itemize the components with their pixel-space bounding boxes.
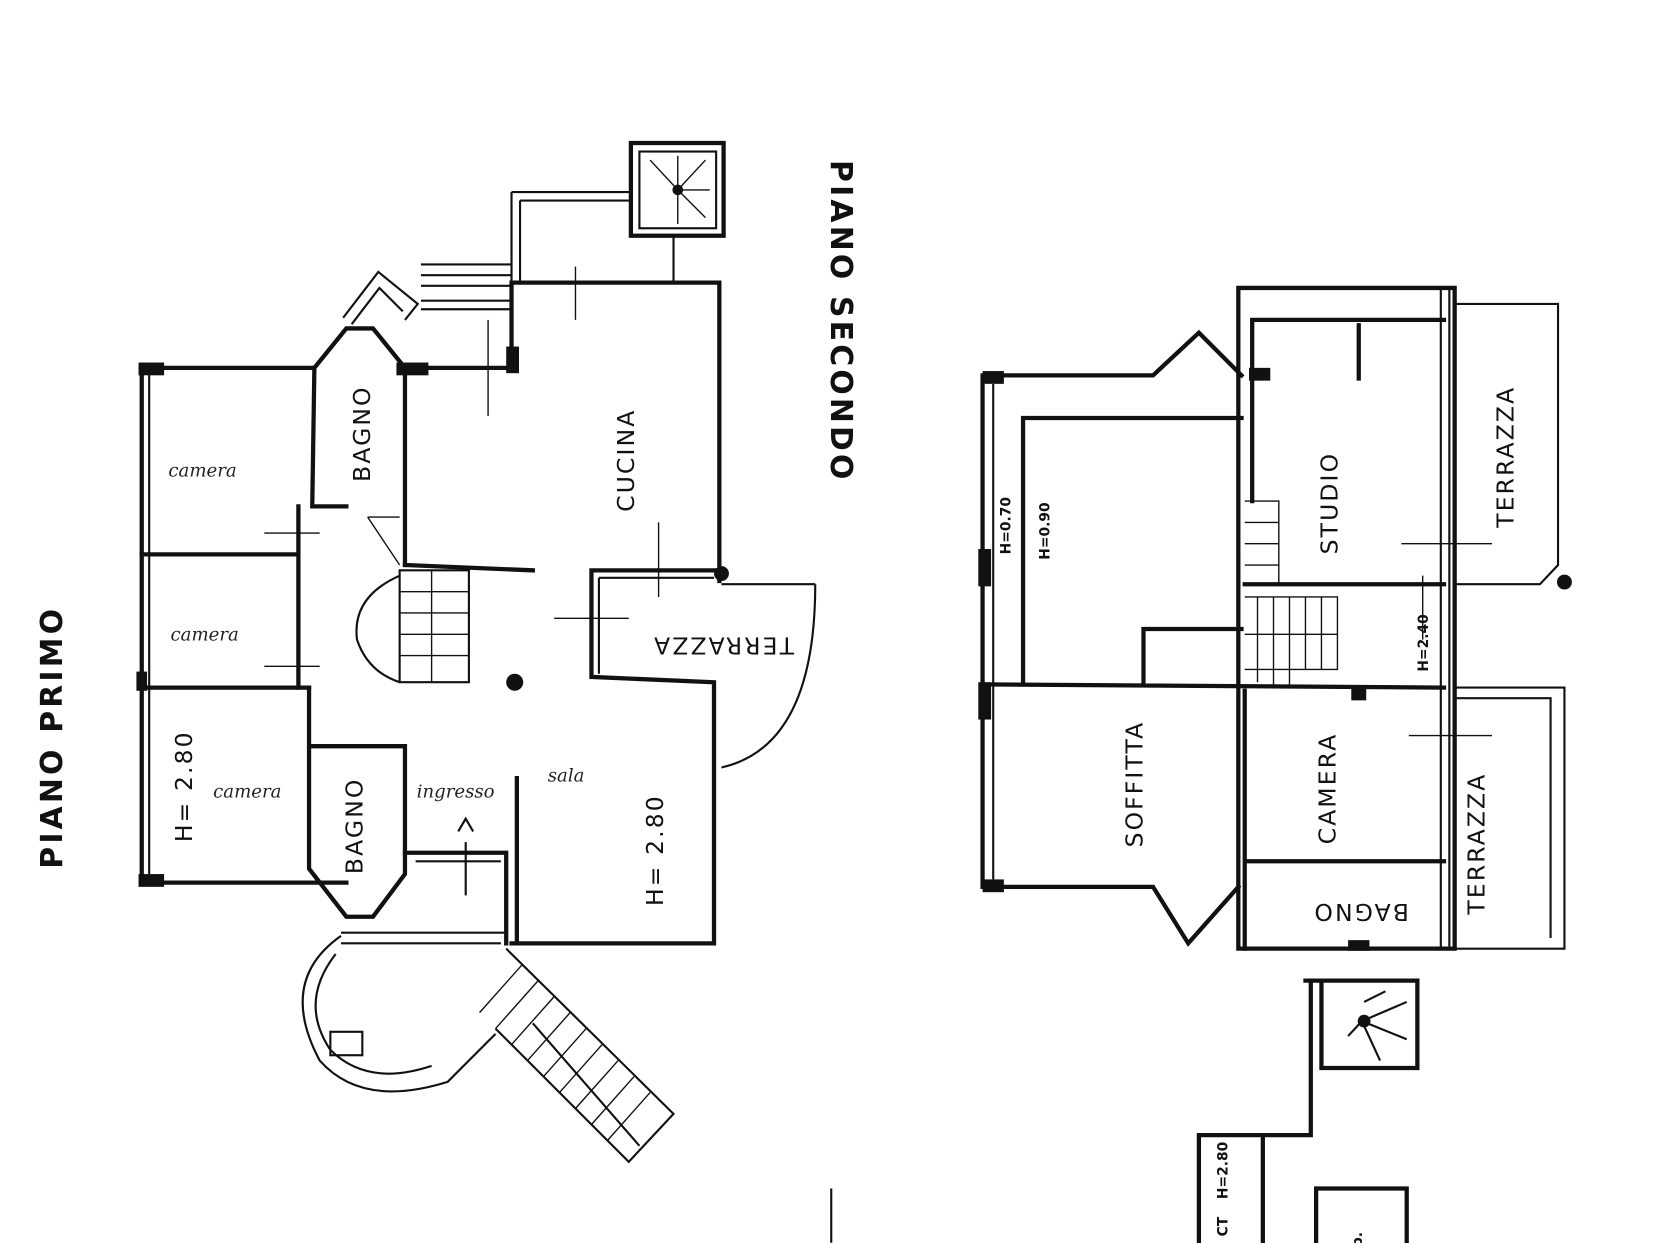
- room-label-camera-1: camera: [168, 461, 236, 482]
- second-floor-plan: PIANO SECONDO H=0.70 H=0.90 STUD: [823, 160, 1572, 1243]
- internal-staircase: [355, 516, 470, 684]
- room-label-camera-2: camera: [171, 625, 239, 646]
- height-label-h070: H=0.70: [998, 497, 1014, 554]
- technical-room-block: [830, 978, 1420, 1243]
- room-label-bagno-1: BAGNO: [348, 385, 376, 482]
- room-label-ingresso: ingresso: [417, 781, 495, 802]
- plan-title-first-floor: PIANO PRIMO: [35, 606, 70, 869]
- exterior-staircase: [479, 947, 676, 1164]
- spiral-stair-tower: [628, 140, 726, 283]
- first-floor-plan: PIANO PRIMO camera camera camera H= 2.80…: [35, 140, 817, 1164]
- room-label-sala: sala: [548, 765, 585, 786]
- room-label-soffitta: SOFFITTA: [1120, 721, 1148, 848]
- height-label-ct: H=2.80: [1216, 1142, 1232, 1199]
- room-label-terrazza-2: TERRAZZA: [1463, 773, 1491, 916]
- room-label-bagno: BAGNO: [1312, 898, 1409, 926]
- room-label-camera: CAMERA: [1313, 733, 1341, 845]
- room-label-studio: STUDIO: [1315, 452, 1343, 555]
- room-label-terrazza: TERRAZZA: [652, 631, 795, 659]
- height-label-sala: H= 2.80: [641, 794, 669, 906]
- room-label-wc: Bp.: [1350, 1232, 1366, 1243]
- height-label-h240: H=2.40: [1416, 614, 1432, 671]
- room-label-terrazza-1: TERRAZZA: [1491, 386, 1519, 529]
- plan-title-second-floor: PIANO SECONDO: [823, 160, 858, 483]
- room-label-camera-3: camera: [213, 781, 281, 802]
- room-label-ct: CT: [1216, 1216, 1232, 1236]
- height-label-camera: H= 2.80: [170, 730, 198, 842]
- second-floor-staircase: [1244, 500, 1339, 688]
- room-label-cucina: CUCINA: [612, 409, 640, 512]
- room-label-bagno-2: BAGNO: [340, 778, 368, 875]
- height-label-h090: H=0.90: [1038, 502, 1054, 559]
